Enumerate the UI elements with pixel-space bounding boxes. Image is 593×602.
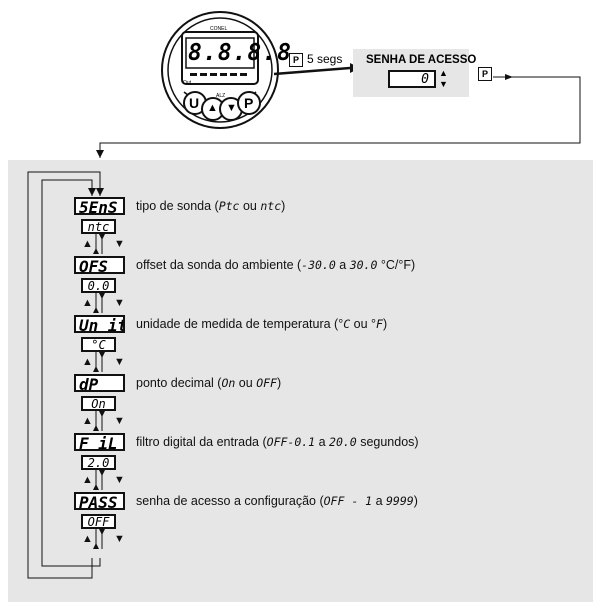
- up-arrow-icon[interactable]: ▲: [82, 238, 93, 250]
- description-text: segundos): [356, 435, 419, 449]
- parameter-value[interactable]: 2.0: [81, 455, 116, 470]
- lcd-text: OFF - 1: [323, 494, 373, 508]
- password-title: SENHA DE ACESSO: [366, 54, 477, 66]
- password-down-icon[interactable]: ▼: [439, 79, 448, 89]
- parameter-code[interactable]: dP: [74, 374, 125, 392]
- parameter-code[interactable]: Un it: [74, 315, 125, 333]
- password-field[interactable]: 0: [388, 70, 436, 88]
- lcd-text: 30.0: [349, 258, 378, 272]
- lcd-text: 9999: [386, 494, 414, 508]
- down-arrow-icon[interactable]: ▼: [114, 356, 125, 368]
- up-arrow-icon[interactable]: ▲: [82, 297, 93, 309]
- step-connector-icon: [93, 352, 105, 372]
- parameter-code[interactable]: F iL: [74, 433, 125, 451]
- step-connector-icon: [93, 234, 105, 254]
- down-arrow-icon[interactable]: ▼: [114, 415, 125, 427]
- parameter-description: offset da sonda do ambiente (-30.0 a 30.…: [136, 258, 415, 272]
- lcd-text: ntc: [260, 199, 282, 213]
- description-text: ou °: [350, 317, 377, 331]
- description-text: ou: [239, 199, 261, 213]
- parameter-description: unidade de medida de temperatura (°C ou …: [136, 317, 387, 331]
- up-arrow-icon[interactable]: ▲: [82, 356, 93, 368]
- description-text: ): [382, 317, 388, 331]
- lcd-text: Ptc: [218, 199, 240, 213]
- step-connector-icon: [93, 529, 105, 549]
- up-arrow-icon[interactable]: ▲: [82, 533, 93, 545]
- password-confirm-key[interactable]: P: [478, 67, 492, 81]
- down-arrow-icon[interactable]: ▼: [114, 474, 125, 486]
- device-display: 8.8.8.8.: [188, 40, 307, 66]
- parameter-value[interactable]: OFF: [81, 514, 116, 529]
- description-text: ): [413, 494, 418, 508]
- parameter-description: ponto decimal (On ou OFF): [136, 376, 281, 390]
- description-text: ou: [235, 376, 257, 390]
- description-text: tipo de sonda (: [136, 199, 219, 213]
- key-down[interactable]: ▼: [226, 102, 237, 114]
- controller-device: CONEL 8.8.8.8. Out ALZ U ▲ ▼ P: [160, 10, 306, 130]
- lcd-text: On: [221, 376, 236, 390]
- parameter-description: filtro digital da entrada (OFF-0.1 a 20.…: [136, 435, 419, 449]
- parameter-value[interactable]: On: [81, 396, 116, 411]
- alz-label: ALZ: [216, 93, 226, 99]
- up-arrow-icon[interactable]: ▲: [82, 415, 93, 427]
- parameter-code[interactable]: OFS: [74, 256, 125, 274]
- description-text: a: [315, 435, 330, 449]
- parameter-value[interactable]: ntc: [81, 219, 116, 234]
- parameter-value[interactable]: °C: [81, 337, 116, 352]
- description-text: unidade de medida de temperatura (°: [136, 317, 344, 331]
- press-duration: 5 segs: [307, 52, 343, 66]
- down-arrow-icon[interactable]: ▼: [114, 297, 125, 309]
- key-u[interactable]: U: [189, 95, 200, 111]
- description-text: a: [372, 494, 386, 508]
- description-text: ponto decimal (: [136, 376, 222, 390]
- step-connector-icon: [93, 411, 105, 431]
- password-up-icon[interactable]: ▲: [439, 68, 448, 78]
- description-text: offset da sonda do ambiente (: [136, 258, 302, 272]
- down-arrow-icon[interactable]: ▼: [114, 533, 125, 545]
- parameter-description: tipo de sonda (Ptc ou ntc): [136, 199, 285, 213]
- description-text: ): [276, 376, 282, 390]
- description-text: filtro digital da entrada (: [136, 435, 267, 449]
- lcd-text: OFF: [256, 376, 277, 390]
- lcd-text: OFF-0.1: [266, 435, 316, 449]
- description-text: senha de acesso a configuração (: [136, 494, 324, 508]
- flow-connector: [96, 74, 581, 158]
- parameter-value[interactable]: 0.0: [81, 278, 116, 293]
- lcd-text: C: [343, 317, 351, 331]
- lcd-text: 20.0: [329, 435, 357, 449]
- description-text: ): [281, 199, 286, 213]
- controller-bezel: [161, 11, 279, 129]
- step-connector-icon: [93, 470, 105, 490]
- press-key: P: [289, 53, 303, 67]
- brand-label: CONEL: [210, 26, 228, 32]
- up-arrow-icon[interactable]: ▲: [82, 474, 93, 486]
- description-text: a: [335, 258, 350, 272]
- parameter-description: senha de acesso a configuração (OFF - 1 …: [136, 494, 418, 508]
- key-p[interactable]: P: [244, 95, 254, 111]
- lcd-text: -30.0: [301, 258, 336, 272]
- out-label: Out: [183, 80, 192, 86]
- lcd-text: F: [376, 317, 383, 331]
- parameter-code[interactable]: 5EnS: [74, 197, 125, 215]
- step-connector-icon: [93, 293, 105, 313]
- key-up[interactable]: ▲: [207, 102, 218, 114]
- parameter-code[interactable]: PASS: [74, 492, 125, 510]
- description-text: °C/°F): [377, 258, 416, 272]
- password-value: 0: [421, 72, 430, 87]
- down-arrow-icon[interactable]: ▼: [114, 238, 125, 250]
